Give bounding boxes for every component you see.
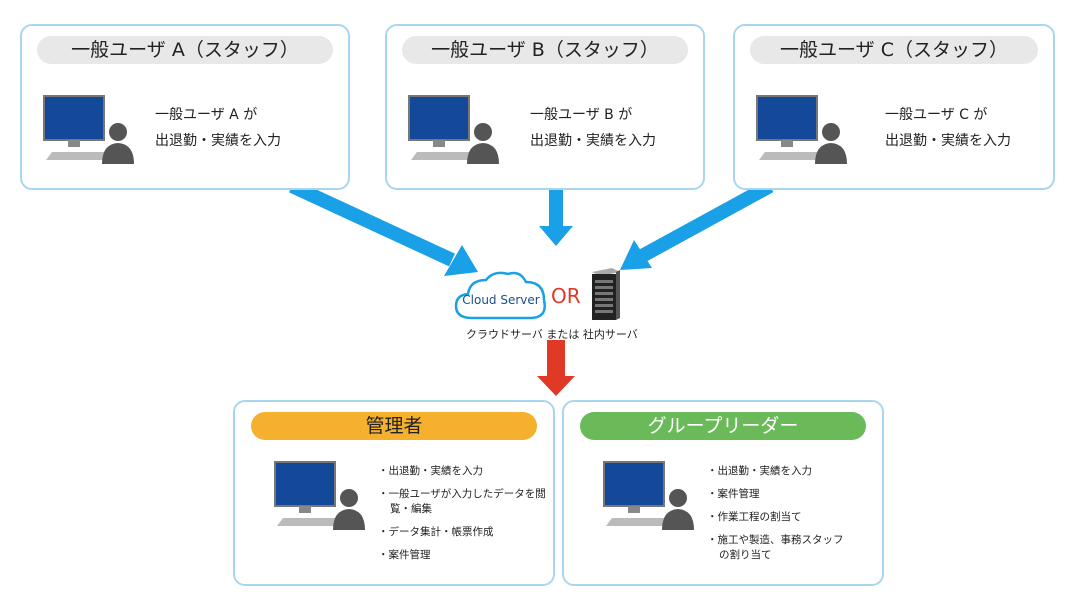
list-item: 出退勤・実績を入力 bbox=[707, 464, 847, 479]
user-b-line2: 出退勤・実績を入力 bbox=[530, 133, 656, 149]
list-item: 出退勤・実績を入力 bbox=[378, 464, 548, 479]
user-c-title: 一般ユーザ C（スタッフ） bbox=[750, 36, 1038, 64]
list-item: 案件管理 bbox=[707, 487, 847, 502]
admin-title: 管理者 bbox=[251, 412, 537, 440]
cloud-icon bbox=[454, 271, 546, 320]
list-item: 案件管理 bbox=[378, 548, 548, 563]
cloud-server-label: Cloud Server bbox=[462, 293, 540, 307]
leader-task-list: 出退勤・実績を入力 案件管理 作業工程の割当て 施工や製造、事務スタッフの割り当… bbox=[707, 464, 847, 571]
or-label: OR bbox=[551, 284, 581, 308]
server-rack-icon bbox=[592, 268, 620, 320]
arrow-c-to-server bbox=[620, 179, 774, 270]
admin-box: 管理者 出退勤・実績を入力 一般ユーザが入力したデータを閲覧・編集 データ集計・… bbox=[233, 400, 555, 586]
user-c-desc: 一般ユーザ C が 出退勤・実績を入力 bbox=[885, 102, 1011, 154]
user-b-line1: 一般ユーザ B が bbox=[530, 107, 633, 123]
list-item: 一般ユーザが入力したデータを閲覧・編集 bbox=[378, 487, 548, 517]
user-c-box: 一般ユーザ C（スタッフ） 一般ユーザ C が 出退勤・実績を入力 bbox=[733, 24, 1055, 190]
computer-user-icon bbox=[408, 95, 499, 164]
user-b-title: 一般ユーザ B（スタッフ） bbox=[402, 36, 688, 64]
user-a-line2: 出退勤・実績を入力 bbox=[155, 133, 281, 149]
user-a-box: 一般ユーザ A（スタッフ） 一般ユーザ A が 出退勤・実績を入力 bbox=[20, 24, 350, 190]
computer-user-icon bbox=[603, 461, 694, 530]
leader-title: グループリーダー bbox=[580, 412, 866, 440]
computer-user-icon bbox=[274, 461, 365, 530]
user-c-line2: 出退勤・実績を入力 bbox=[885, 133, 1011, 149]
user-b-box: 一般ユーザ B（スタッフ） 一般ユーザ B が 出退勤・実績を入力 bbox=[385, 24, 705, 190]
list-item: 施工や製造、事務スタッフの割り当て bbox=[707, 533, 847, 563]
admin-task-list: 出退勤・実績を入力 一般ユーザが入力したデータを閲覧・編集 データ集計・帳票作成… bbox=[378, 464, 548, 571]
arrow-a-to-server bbox=[289, 179, 478, 276]
user-a-desc: 一般ユーザ A が 出退勤・実績を入力 bbox=[155, 102, 281, 154]
computer-user-icon bbox=[43, 95, 134, 164]
leader-box: グループリーダー 出退勤・実績を入力 案件管理 作業工程の割当て 施工や製造、事… bbox=[562, 400, 884, 586]
list-item: データ集計・帳票作成 bbox=[378, 525, 548, 540]
list-item: 作業工程の割当て bbox=[707, 510, 847, 525]
user-c-line1: 一般ユーザ C が bbox=[885, 107, 988, 123]
computer-user-icon bbox=[756, 95, 847, 164]
arrow-b-to-server bbox=[539, 190, 573, 246]
user-b-desc: 一般ユーザ B が 出退勤・実績を入力 bbox=[530, 102, 656, 154]
user-a-line1: 一般ユーザ A が bbox=[155, 107, 258, 123]
arrow-server-to-managers bbox=[537, 340, 575, 396]
server-caption: クラウドサーバ または 社内サーバ bbox=[466, 328, 638, 341]
user-a-title: 一般ユーザ A（スタッフ） bbox=[37, 36, 333, 64]
